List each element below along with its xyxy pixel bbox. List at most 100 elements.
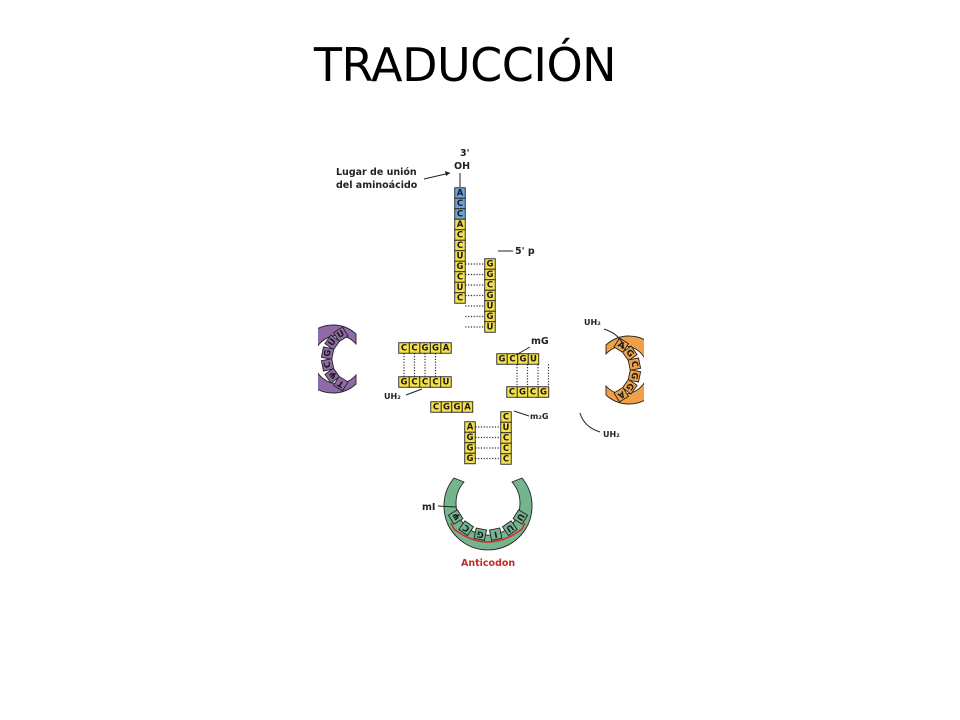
connector-nt-base: C [433, 403, 439, 413]
anticodon_stem_right-nt-base: C [503, 455, 509, 465]
anticodon-bracket-left-tick [450, 522, 455, 530]
anticodon_loop-nt: ψ [447, 509, 464, 525]
d_loop-nt-box [320, 346, 335, 360]
m2g-arrow [513, 410, 530, 417]
t_stem_top-nt-base: C [509, 355, 515, 365]
d_stem_top-nt: A [440, 342, 452, 354]
acceptor_5prime-nt: U [484, 321, 496, 333]
t_stem_bottom-nt-base: G [540, 388, 547, 398]
anticodon_loop-nt-box [473, 527, 488, 541]
connector-nt: G [440, 401, 453, 413]
anticodon_stem_right-nt-base: C [503, 413, 509, 423]
uh2-left-label: UH₂ [384, 392, 401, 401]
connector-nt-base: G [443, 403, 450, 413]
t_stem_top-nt: G [496, 353, 508, 365]
t_loop-nt: A [613, 337, 630, 354]
d_loop-nt-box [320, 358, 335, 372]
t_loop-nt-box [621, 378, 638, 395]
acceptor_3prime-nt-base: U [457, 252, 464, 262]
anticodon_loop-nt: I [488, 527, 503, 541]
acceptor_3prime-nt: U [454, 250, 466, 262]
acceptor_5prime-nt-base: C [487, 281, 493, 291]
acceptor_5prime-nt-base: U [487, 323, 494, 333]
t-loop-shape [605, 335, 644, 405]
anticodon_stem_right-nt-box [500, 453, 512, 465]
t_stem_bottom-nt-box [537, 386, 550, 398]
t_stem_bottom-nt: C [527, 386, 539, 398]
anticodon_loop-nt-base: ψ [450, 511, 462, 522]
d_stem_top-nt-base: C [401, 344, 407, 354]
anticodon_loop-nt: C [458, 520, 475, 537]
acceptor_5prime-nt-base: G [487, 260, 494, 270]
mg-arrow [515, 346, 531, 356]
uh2-bottom-right-label: UH₂ [603, 430, 620, 439]
d-loop-shape [318, 324, 357, 394]
anticodon_loop-nt-box [488, 527, 503, 541]
acceptor_3prime-nt: U [454, 281, 466, 294]
uh2-left-arrow [405, 388, 423, 396]
t_stem_top-nt: C [506, 353, 519, 365]
acceptor_5prime-nt-base: U [487, 302, 494, 312]
connector-nt-box [461, 401, 474, 413]
t_loop-nt: C [627, 357, 642, 371]
t_stem_top-nt: G [517, 353, 529, 365]
d_loop-nt: C [320, 358, 335, 372]
acceptor_5prime-nt: G [484, 289, 496, 302]
t_stem_bottom-nt-base: C [509, 388, 515, 398]
acceptor_3prime-nt: C [454, 271, 466, 283]
anticodon_stem_right-nt: C [500, 442, 512, 455]
t_stem_top-nt: U [527, 353, 540, 365]
t_loop-nt-base: A [616, 340, 627, 352]
anticodon_stem_right-nt: C [500, 453, 512, 465]
d_loop-nt-base: ψ [326, 370, 338, 381]
anticodon_loop-nt-box [501, 520, 518, 537]
acceptor_3prime-nt-base: C [457, 231, 463, 241]
d_stem_bottom-nt: C [408, 376, 421, 388]
anticodon_stem_left-nt-base: G [467, 433, 474, 443]
connector-nt: A [461, 401, 474, 413]
d_stem_top-nt-base: G [422, 344, 429, 354]
anticodon_stem_left-nt-base: G [467, 454, 474, 464]
site-arrowhead [445, 171, 450, 176]
acceptor_3prime-nt: G [454, 260, 466, 273]
hydrogen-bonds [403, 263, 550, 460]
anticodon_stem_left-nt: A [464, 421, 476, 433]
mg-label: mG [531, 336, 549, 347]
d_loop-nt-box [332, 326, 349, 343]
d_loop-nt: U [332, 326, 349, 343]
t_loop-nt: A [613, 386, 630, 403]
d_stem_bottom-nt-base: C [432, 378, 438, 388]
d_stem_bottom-nt-base: U [443, 378, 450, 388]
acceptor_5prime-nt-base: G [487, 312, 494, 322]
t_loop-nt-box [613, 386, 630, 403]
page-title: TRADUCCIÓN [313, 38, 617, 92]
d_stem_top-nt: C [408, 342, 421, 354]
mi-arrow [437, 505, 457, 508]
oh-label: OH [454, 161, 470, 172]
anticodon_loop-nt: U [512, 509, 529, 525]
m2g-label: m₂G [530, 412, 548, 421]
connector-nt-base: G [454, 403, 461, 413]
t_stem_bottom-nt: C [506, 386, 518, 398]
connector-nt: G [451, 401, 463, 413]
acceptor_5prime-nt: C [484, 279, 496, 291]
d_loop-nt-box [324, 367, 341, 384]
anticodon_stem_right-nt-base: U [503, 423, 510, 433]
anticodon_stem_left-nt-base: G [467, 444, 474, 454]
t_loop-nt-box [621, 345, 638, 362]
d_stem_bottom-nt-box [440, 376, 452, 388]
anticodon_loop-nt: G [473, 527, 488, 541]
t_loop-nt: G [621, 378, 638, 395]
acceptor_5prime-nt-base: G [487, 270, 494, 280]
d_loop-nt: G [320, 346, 335, 360]
d_stem_top-nt: G [419, 342, 431, 354]
